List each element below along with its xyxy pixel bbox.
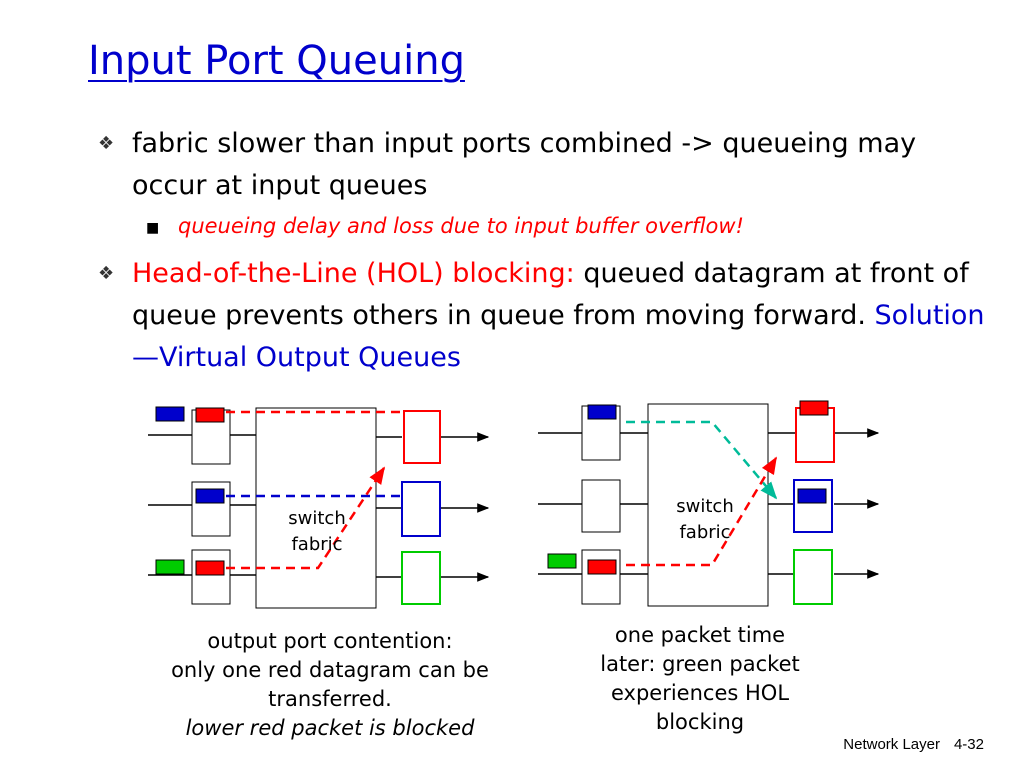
right-caption-line2: later: green packet [600, 652, 800, 676]
left-fabric-label: switch fabric [272, 506, 362, 558]
left-green-packet-waiting [155, 559, 185, 575]
right-fabric-label-line1: switch [676, 496, 734, 517]
left-caption-line1: output port contention: [207, 629, 453, 653]
right-red-packet-output [799, 400, 829, 416]
solution-text: Solution—Virtual Output Queues [132, 300, 985, 373]
left-caption-line4: lower red packet is blocked [185, 716, 475, 740]
left-caption-line2: only one red datagram can be [171, 658, 489, 682]
bullet-2: ❖ Head-of-the-Line (HOL) blocking: queue… [98, 253, 992, 379]
sub-bullet-text: queueing delay and loss due to input buf… [178, 214, 744, 238]
left-caption-line3: transferred. [268, 687, 392, 711]
right-caption-line4: blocking [655, 710, 745, 734]
diamond-bullet-icon: ❖ [98, 263, 115, 284]
right-output-queue-green [793, 549, 833, 605]
bullet-1: ❖ fabric slower than input ports combine… [98, 123, 992, 207]
right-fabric-label-line2: fabric [679, 522, 731, 543]
right-fabric-label: switch fabric [660, 494, 750, 546]
square-bullet-icon: ■ [146, 220, 160, 236]
right-input-queue-2 [581, 479, 621, 533]
left-output-queue-green [401, 551, 441, 605]
left-blue-packet-waiting [155, 406, 185, 422]
bullet-2-text: queued datagram at front of queue preven… [132, 258, 969, 331]
right-blue-packet-output [797, 488, 827, 504]
left-input-queue-3 [191, 549, 231, 605]
right-output-queue-blue [793, 479, 833, 533]
right-blue-packet [587, 404, 617, 420]
left-output-queue-red [403, 410, 441, 464]
right-red-packet-blocked [587, 559, 617, 575]
left-red-packet-top [195, 407, 225, 423]
left-caption: output port contention: only one red dat… [140, 627, 520, 743]
right-output-queue-red [795, 407, 835, 463]
right-caption-line1: one packet time [614, 623, 786, 647]
bullet-1-text: fabric slower than input ports combined … [132, 128, 917, 201]
diamond-bullet-icon: ❖ [98, 133, 115, 154]
footer-section: Network Layer [843, 736, 940, 753]
left-red-packet-bottom [195, 560, 225, 576]
footer-page-number: 4-32 [953, 736, 984, 753]
left-switch-fabric [255, 407, 377, 609]
left-blue-packet-middle [195, 488, 225, 504]
left-diagram [148, 406, 490, 609]
hol-term: Head-of-the-Line (HOL) blocking: [132, 258, 575, 289]
left-fabric-label-line1: switch [288, 508, 346, 529]
slide-title: Input Port Queuing [88, 38, 465, 84]
right-input-queue-3 [581, 549, 621, 605]
right-caption: one packet time later: green packet expe… [560, 621, 840, 737]
slide-footer: Network Layer 4-32 [843, 736, 984, 753]
right-diagram [538, 400, 880, 607]
right-caption-line3: experiences HOL [610, 681, 790, 705]
left-fabric-label-line2: fabric [291, 534, 343, 555]
left-output-queue-blue [401, 481, 441, 537]
right-green-packet-waiting [547, 553, 577, 569]
